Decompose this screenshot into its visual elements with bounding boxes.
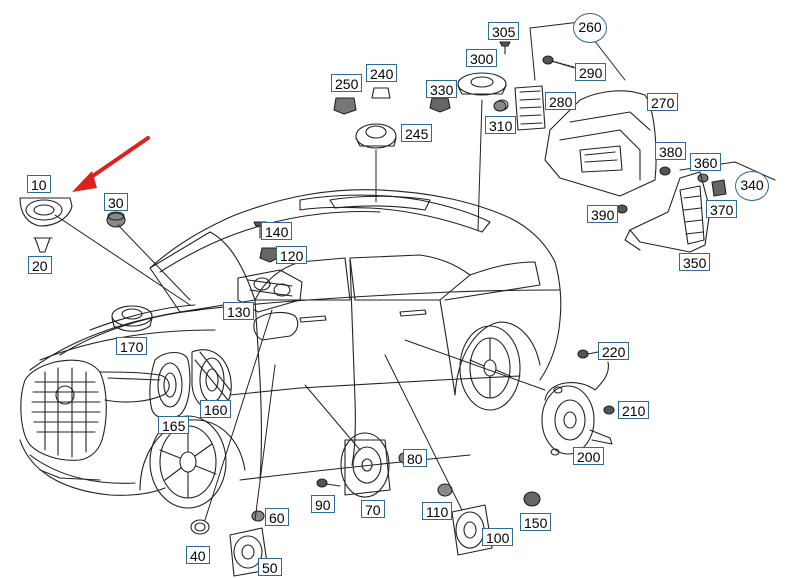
label-90: 90 [311,495,335,513]
part-40-grommet [190,519,210,535]
label-380: 380 [655,142,687,160]
label-390: 390 [587,205,619,223]
label-300: 300 [466,49,498,67]
label-200: 200 [573,447,605,465]
part-20-clip [33,237,53,253]
part-380-screw [659,166,671,176]
label-30: 30 [104,193,128,211]
label-210: 210 [618,401,650,419]
part-310-nut [493,100,507,112]
label-310: 310 [485,116,517,134]
part-360-nut [697,173,709,183]
part-370-clip [711,179,727,197]
label-370: 370 [706,200,738,218]
label-150: 150 [520,513,552,531]
leader-lines [54,21,776,521]
label-50: 50 [258,558,282,576]
part-10-tweeter [19,197,73,227]
car-body [19,189,562,509]
label-60: 60 [265,508,289,526]
label-290: 290 [575,63,607,81]
part-150-grommet [523,491,541,507]
part-210-screw [603,405,615,415]
label-245: 245 [401,124,433,142]
label-40: 40 [186,546,210,564]
red-arrow-icon [72,136,150,192]
label-270: 270 [647,93,679,111]
part-120-nut [259,247,279,263]
label-120: 120 [276,246,308,264]
label-250: 250 [331,74,363,92]
label-220: 220 [598,342,630,360]
label-20: 20 [28,256,52,274]
part-250-nut [333,97,357,115]
part-300-speaker [457,72,509,111]
label-10: 10 [27,175,51,193]
label-340: 340 [735,171,769,201]
label-280: 280 [545,92,577,110]
part-240-cap [371,87,391,99]
part-90-screw [316,478,341,488]
label-70: 70 [361,500,385,518]
label-170: 170 [116,337,148,355]
label-305: 305 [488,22,520,40]
label-330: 330 [426,80,458,98]
part-200-speaker [541,361,613,456]
part-350-bracket [624,171,711,253]
label-165: 165 [158,416,190,434]
label-360: 360 [690,153,722,171]
part-30-grommet [106,211,126,228]
label-240: 240 [366,64,398,82]
part-280-amplifier [514,85,546,131]
part-130-bracket [237,269,303,313]
part-165-speaker [149,351,191,419]
label-130: 130 [223,302,255,320]
part-290-screw [542,55,576,69]
label-350: 350 [679,253,711,271]
part-390-screw [616,204,628,214]
part-245-speaker [355,123,397,149]
part-70-speaker [340,432,391,498]
label-160: 160 [200,400,232,418]
label-100: 100 [482,528,514,546]
part-220-screw [577,349,599,359]
label-110: 110 [422,502,453,520]
label-260: 260 [573,13,607,43]
part-170-speaker [111,305,153,332]
part-330-nut [429,97,451,113]
label-140: 140 [261,222,293,240]
part-305-screw [499,41,511,55]
label-80: 80 [403,449,427,467]
part-60-clip [251,510,265,522]
